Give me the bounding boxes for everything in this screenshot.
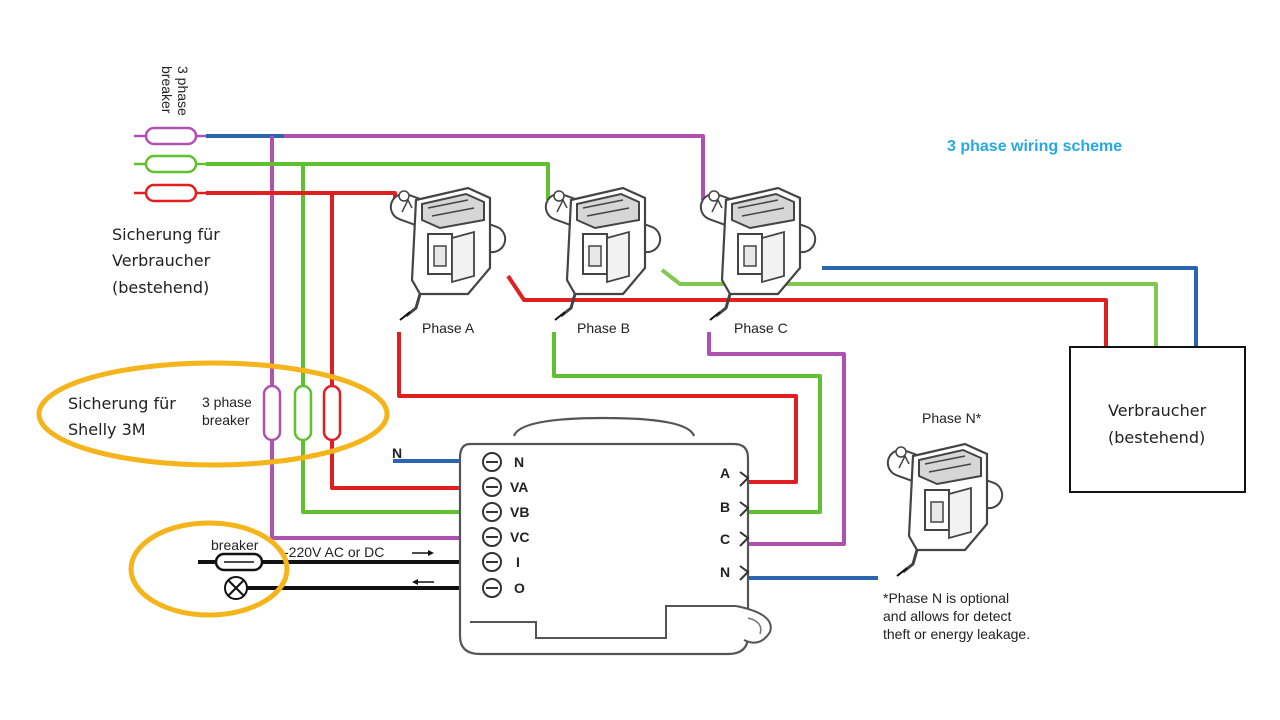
terminal-right-icon — [739, 471, 750, 581]
n-wire-label: N — [392, 445, 402, 461]
diagram-title: 3 phase wiring scheme — [947, 138, 1122, 155]
wire-green-lower — [301, 436, 462, 514]
note-line2: and allows for detect — [883, 608, 1012, 624]
wire-ct-b-signal — [552, 332, 822, 514]
phase-n-label: Phase N* — [922, 410, 982, 426]
wire-green-load — [660, 268, 1158, 348]
wire-magenta-top — [284, 134, 705, 200]
highlight-ellipse-shelly-fuse — [36, 360, 390, 468]
fuse-shelly-line1: Sicherung für — [68, 394, 176, 413]
arrow-left-icon — [412, 579, 434, 585]
ct-clamp-phase-n — [882, 442, 1008, 578]
wire-magenta-lower — [270, 436, 462, 540]
terminal-left-vb: VB — [510, 504, 529, 520]
top-breaker-magenta — [134, 126, 206, 146]
terminal-left-n: N — [514, 454, 524, 470]
wire-ct-c-signal — [707, 332, 846, 546]
terminal-left-vc: VC — [510, 529, 529, 545]
mid-breaker-line2: breaker — [202, 412, 250, 428]
load-box — [1069, 346, 1246, 493]
top-breaker-label-line1: 3 phase — [175, 66, 191, 116]
phase-b-label: Phase B — [577, 320, 630, 336]
terminal-left-va: VA — [510, 479, 528, 495]
highlight-ellipse-small-breaker — [128, 520, 290, 618]
note-line1: *Phase N is optional — [883, 590, 1009, 606]
supply-label: -220V AC or DC — [284, 544, 384, 560]
top-breaker-red — [134, 183, 206, 203]
ct-clamp-phase-a — [385, 186, 511, 322]
load-line1: Verbraucher — [1108, 401, 1207, 420]
wire-red-top — [206, 191, 397, 205]
fuse-load-line3: (bestehend) — [112, 278, 209, 297]
terminal-right-c: C — [720, 531, 730, 547]
arrow-right-icon — [412, 550, 434, 556]
terminal-left-o: O — [514, 580, 525, 596]
mid-breaker-green — [293, 384, 313, 442]
fuse-load-line1: Sicherung für — [112, 225, 220, 244]
wire-green-top — [206, 162, 550, 200]
small-breaker — [214, 552, 264, 572]
mid-breaker-magenta — [262, 384, 282, 442]
mid-breaker-line1: 3 phase — [202, 394, 252, 410]
wire-ct-a-signal — [397, 332, 798, 484]
small-breaker-label: breaker — [211, 537, 259, 553]
terminal-screw-icon — [482, 452, 502, 598]
note-line3: theft or energy leakage. — [883, 626, 1030, 642]
phase-c-label: Phase C — [734, 320, 788, 336]
fuse-shelly-line2: Shelly 3M — [68, 420, 146, 439]
top-breaker-green — [134, 154, 206, 174]
top-breaker-label: 3 phase breaker — [159, 66, 191, 116]
load-line2: (bestehend) — [1108, 428, 1205, 447]
top-breaker-label-line2: breaker — [159, 66, 175, 114]
terminal-right-n: N — [720, 564, 730, 580]
terminal-right-b: B — [720, 499, 730, 515]
wire-red-load — [506, 274, 1108, 348]
wire-blue-load — [822, 266, 1198, 348]
phase-a-label: Phase A — [422, 320, 475, 336]
lamp-icon — [224, 576, 248, 600]
mid-breaker-red — [322, 384, 342, 442]
fuse-load-line2: Verbraucher — [112, 251, 211, 270]
terminal-right-a: A — [720, 465, 730, 481]
shelly-device — [458, 416, 772, 656]
terminal-left-i: I — [516, 554, 520, 570]
